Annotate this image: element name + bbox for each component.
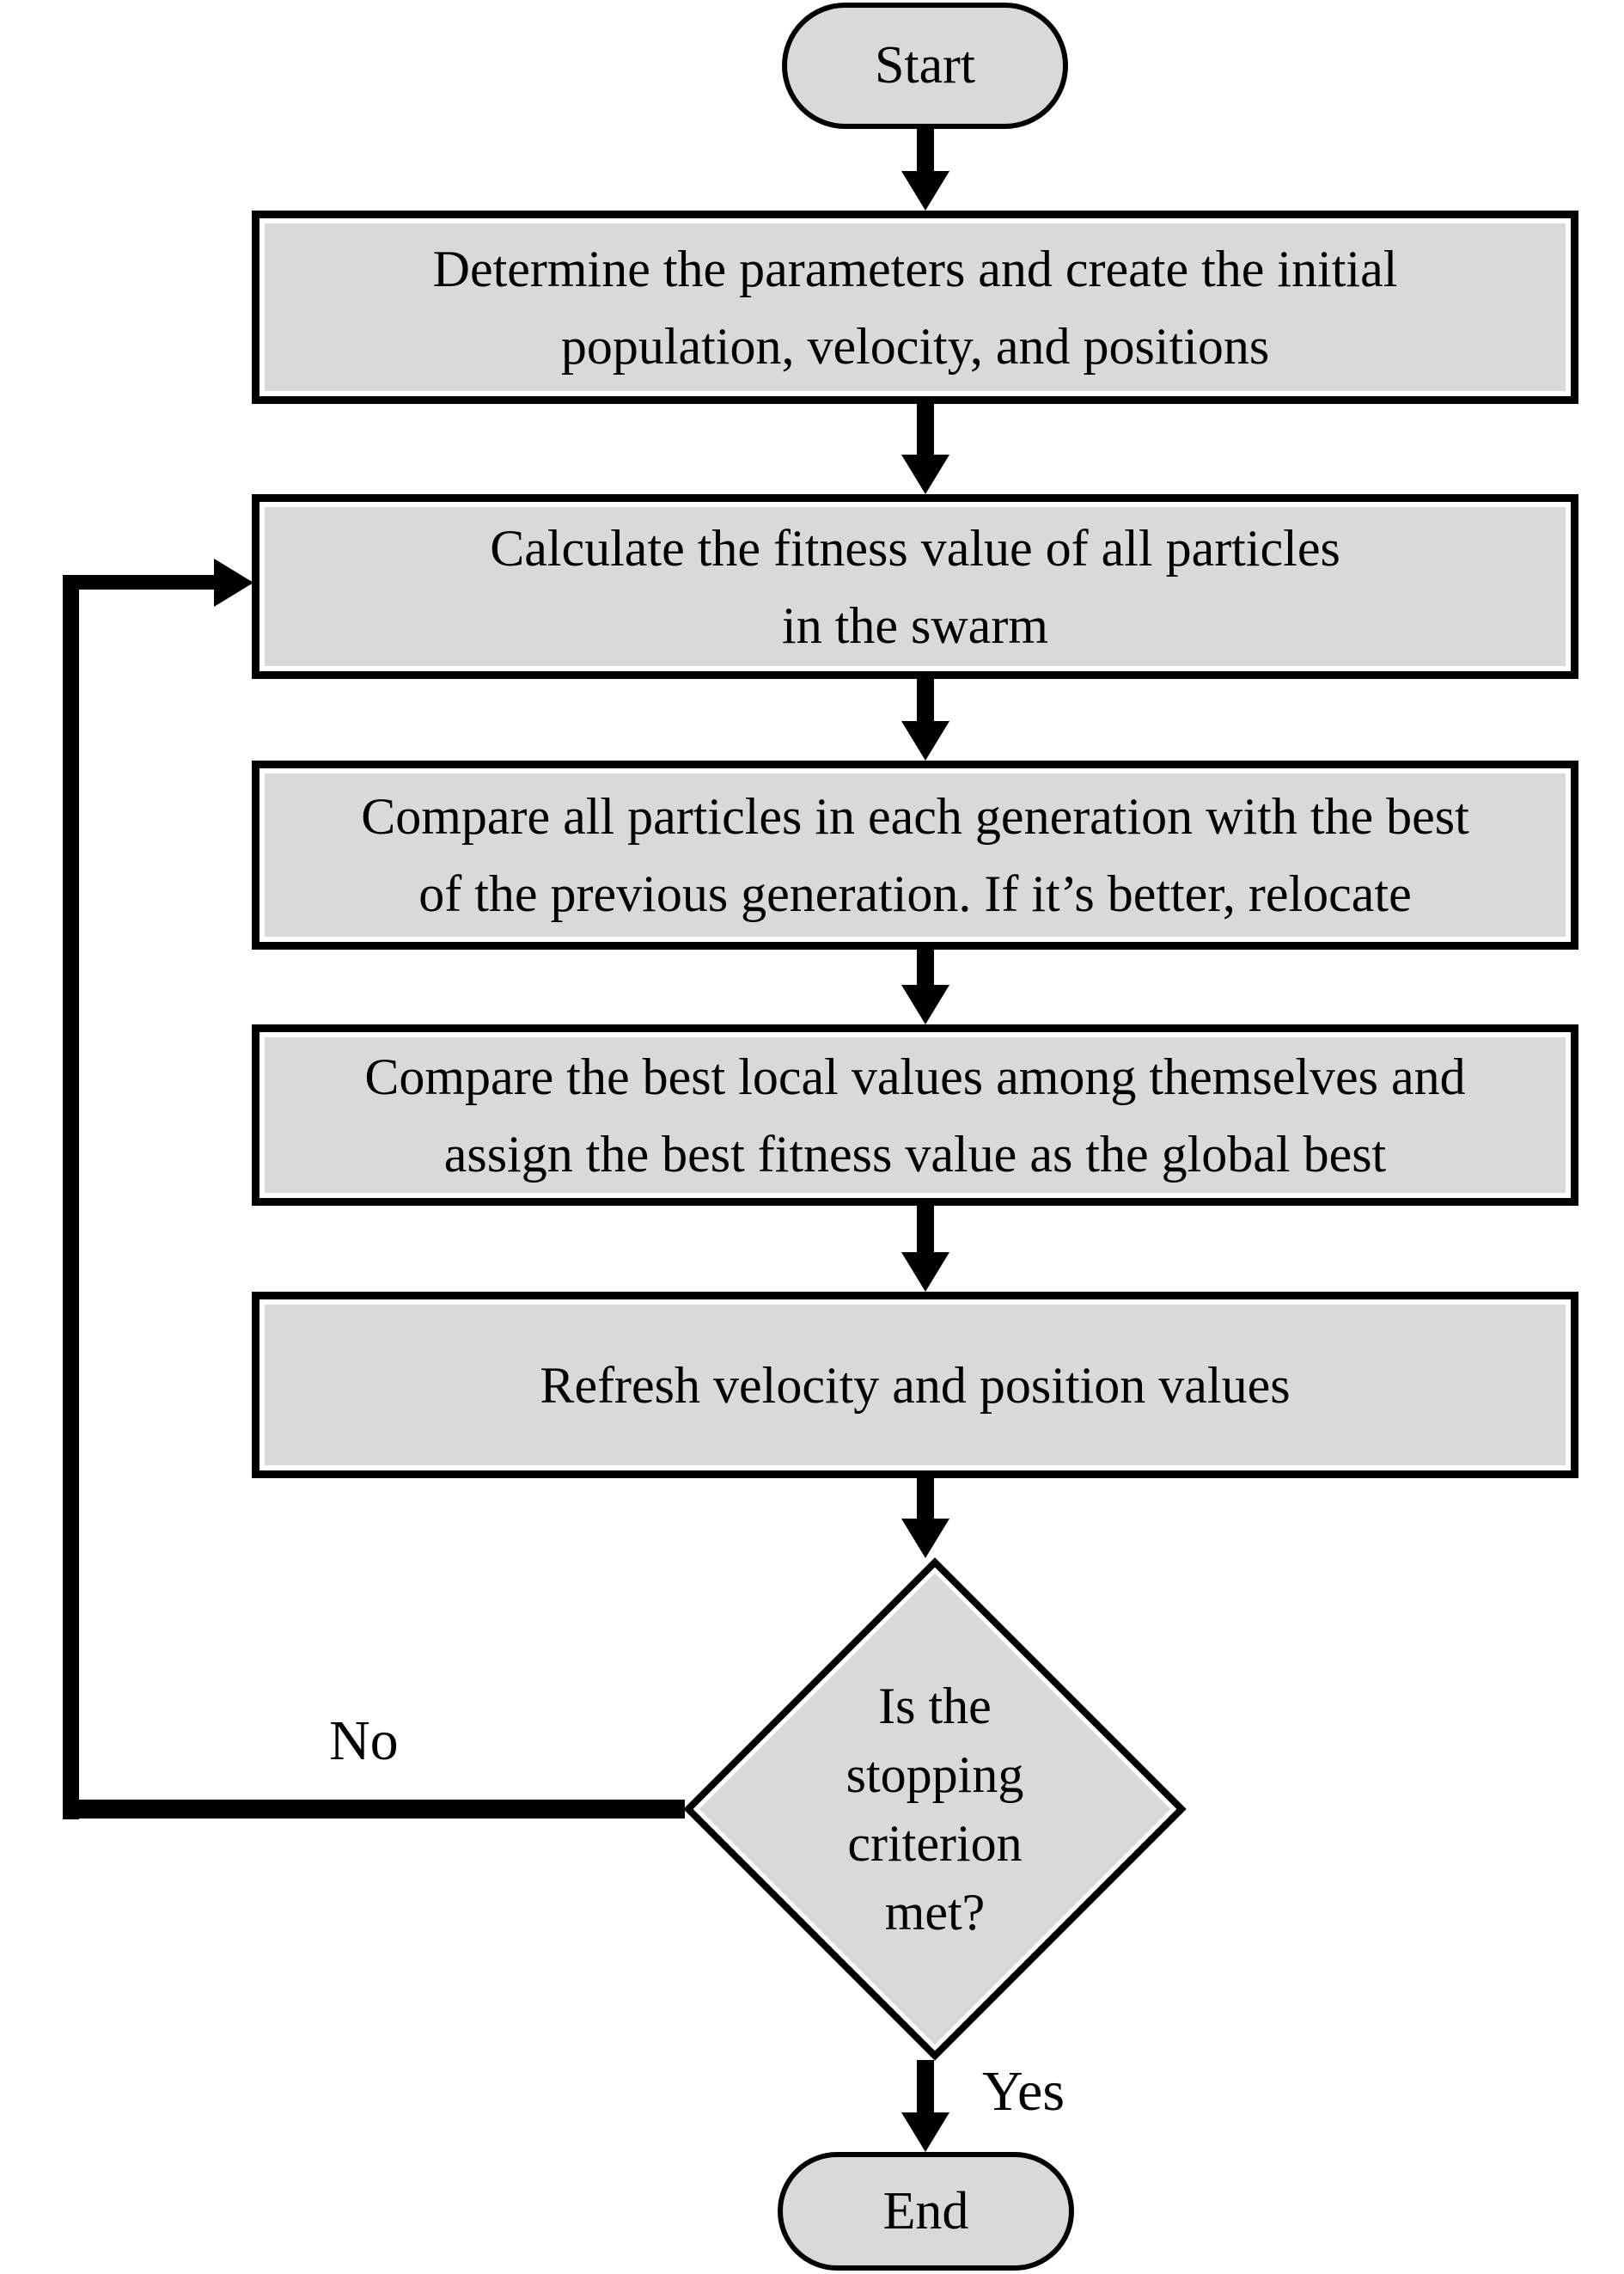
decision-line: stopping	[846, 1746, 1024, 1803]
start-terminator: Start	[782, 3, 1068, 129]
arrow-step3-to-step4	[917, 950, 934, 987]
arrow-decision-to-end-head-icon	[901, 2112, 949, 2152]
end-label: End	[882, 2181, 969, 2240]
process-step-refresh-velocity: Refresh velocity and position values	[252, 1292, 1578, 1478]
decision-diamond-text: Is the stopping criterion met?	[720, 1637, 1150, 1981]
end-terminator: End	[778, 2152, 1074, 2271]
arrow-step3-to-step4-head-icon	[901, 985, 949, 1024]
arrow-step5-to-decision-head-icon	[901, 1519, 949, 1558]
no-loop-vertical-line	[63, 575, 79, 1819]
arrow-step5-to-decision	[917, 1478, 934, 1521]
arrow-start-to-step1-head-icon	[901, 171, 949, 211]
process-step-line: Compare all particles in each generation…	[361, 788, 1469, 845]
arrow-step2-to-step3	[917, 679, 934, 724]
start-label: Start	[874, 36, 976, 95]
process-step-line: assign the best fitness value as the glo…	[443, 1125, 1387, 1183]
process-step-line: Refresh velocity and position values	[540, 1356, 1291, 1414]
no-branch-label: No	[329, 1709, 399, 1772]
arrow-step2-to-step3-head-icon	[901, 721, 949, 761]
process-step-line: Compare the best local values among them…	[364, 1048, 1466, 1105]
arrow-step4-to-step5-head-icon	[901, 1252, 949, 1292]
yes-branch-label: Yes	[982, 2060, 1065, 2123]
no-loop-top-line	[63, 575, 217, 590]
process-step-determine-parameters: Determine the parameters and create the …	[252, 211, 1578, 404]
no-loop-bottom-line	[63, 1800, 685, 1819]
arrow-step1-to-step2-head-icon	[901, 455, 949, 494]
arrow-decision-to-end	[917, 2060, 934, 2115]
process-step-line: population, velocity, and positions	[560, 317, 1270, 375]
decision-line: met?	[884, 1884, 986, 1941]
process-step-calculate-fitness: Calculate the fitness value of all parti…	[252, 494, 1578, 679]
arrow-step4-to-step5	[917, 1206, 934, 1255]
decision-line: Is the	[878, 1678, 992, 1734]
decision-line: criterion	[847, 1815, 1023, 1872]
process-step-line: Determine the parameters and create the …	[432, 240, 1398, 297]
process-step-line: in the swarm	[782, 596, 1048, 654]
process-step-compare-particles: Compare all particles in each generation…	[252, 761, 1578, 950]
arrow-start-to-step1	[917, 129, 934, 174]
no-loop-arrowhead-icon	[214, 559, 253, 607]
process-step-line: Calculate the fitness value of all parti…	[490, 519, 1340, 577]
arrow-step1-to-step2	[917, 404, 934, 457]
process-step-compare-local-values: Compare the best local values among them…	[252, 1024, 1578, 1206]
process-step-line: of the previous generation. If it’s bett…	[418, 865, 1412, 922]
